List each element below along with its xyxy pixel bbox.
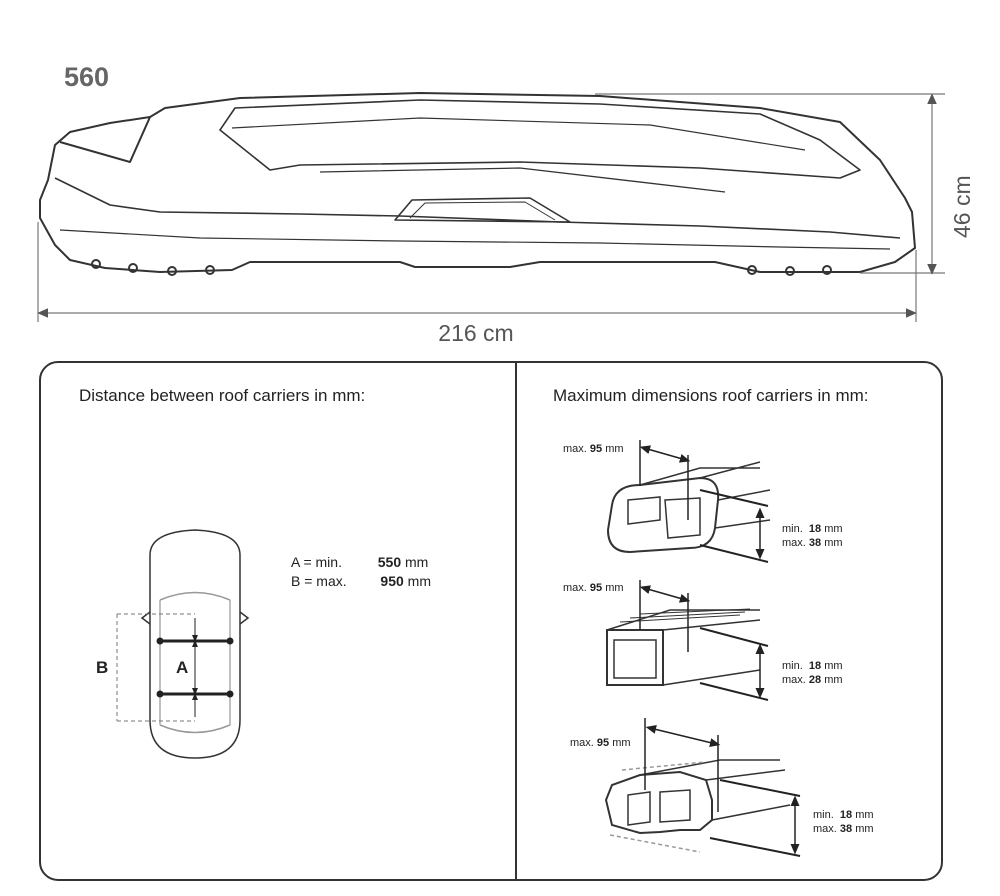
spec-a-value: 550 (377, 554, 402, 570)
bar1-min-value: 18 (808, 523, 822, 535)
spec-a-unit: mm (405, 554, 429, 570)
bar2-max-unit: mm (824, 674, 843, 686)
bar1-max-prefix: max. (782, 537, 806, 549)
box-outline (39, 92, 916, 273)
spec-b-row: B = max. 950 mm (291, 573, 431, 589)
bar3-max-unit: mm (855, 823, 874, 835)
model-number: 560 (64, 62, 110, 92)
bar3-width-label: max. 95 mm (570, 736, 631, 750)
bar2-height-label: min. 18 mm max. 28 mm (782, 659, 843, 687)
bar-profile-square (606, 580, 769, 701)
bar2-min-prefix: min. (782, 660, 803, 672)
roof-box-side-view (37, 92, 945, 322)
spec-a-row: A = min. 550 mm (291, 554, 428, 570)
bar2-max-prefix: max. (782, 674, 806, 686)
spec-b-value: 950 (380, 573, 404, 589)
bar-profile-oval (606, 440, 771, 563)
bar1-min-prefix: min. (782, 523, 803, 535)
label-a: A (176, 658, 189, 677)
bar2-min-unit: mm (824, 660, 843, 672)
left-panel-title: Distance between roof carriers in mm: (79, 386, 366, 405)
car-top-view (140, 529, 250, 759)
bar3-min-prefix: min. (813, 809, 834, 821)
bar1-width-label: max. 95 mm (563, 442, 624, 456)
bar2-width-prefix: max. (563, 582, 587, 594)
spec-a-key: A = min. (291, 554, 342, 570)
bar3-max-prefix: max. (813, 823, 837, 835)
bar3-min-unit: mm (855, 809, 874, 821)
bar3-width-unit: mm (612, 737, 631, 749)
bar3-min-value: 18 (839, 809, 853, 821)
bar1-width-prefix: max. (563, 443, 587, 455)
bar2-width-label: max. 95 mm (563, 581, 624, 595)
right-panel-title: Maximum dimensions roof carriers in mm: (553, 386, 869, 405)
bar2-width-unit: mm (605, 582, 624, 594)
bar1-width-unit: mm (605, 443, 624, 455)
bar1-max-value: 38 (808, 537, 822, 549)
bar1-max-unit: mm (824, 537, 843, 549)
bar1-min-unit: mm (824, 523, 843, 535)
bar3-width-value: 95 (596, 737, 610, 749)
spec-b-unit: mm (407, 573, 431, 589)
bar3-width-prefix: max. (570, 737, 594, 749)
bar1-width-value: 95 (589, 443, 603, 455)
label-b: B (96, 658, 109, 677)
bar2-min-value: 18 (808, 660, 822, 672)
bar2-max-value: 28 (808, 674, 822, 686)
bar-profile-wing (604, 718, 801, 857)
length-dimension-label: 216 cm (438, 320, 514, 346)
bar3-max-value: 38 (839, 823, 853, 835)
bar2-width-value: 95 (589, 582, 603, 594)
bar3-height-label: min. 18 mm max. 38 mm (813, 808, 874, 836)
panel-frame (39, 361, 943, 881)
spec-b-key: B = max. (291, 573, 347, 589)
bar1-height-label: min. 18 mm max. 38 mm (782, 522, 843, 550)
